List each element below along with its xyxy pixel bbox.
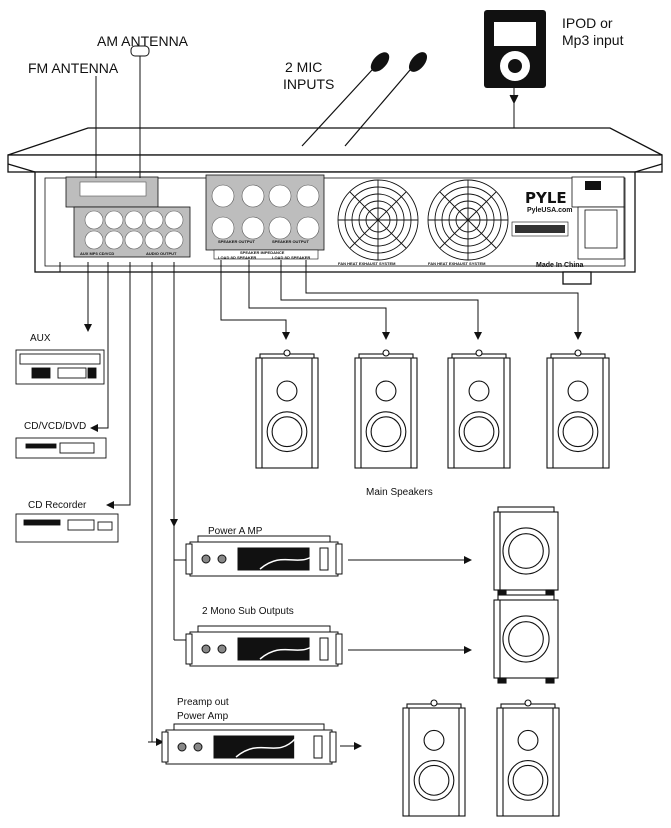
subwoofer-1 (493, 506, 559, 596)
fan-right-label: FAN HEAT EXHAUST SYSTEM (428, 261, 486, 266)
bottom-speaker-2 (496, 699, 560, 817)
fan-left (337, 179, 419, 261)
ipod-label-line2: Mp3 input (562, 32, 624, 48)
preamp-out-label-line1: Preamp out (177, 697, 229, 708)
power-amp-unit (185, 535, 343, 577)
bottom-speaker-1 (402, 699, 466, 817)
sub-amp-unit (185, 625, 343, 667)
ipod-cable (509, 88, 519, 128)
impedance-a-label: LOAD 8Ω SPEAKER (218, 255, 257, 260)
aux-device (15, 349, 105, 385)
mic-inputs-label-line1: 2 MIC (285, 59, 323, 75)
aux-label: AUX (30, 333, 51, 344)
cd-vcd-dvd-device (15, 437, 107, 459)
main-speaker-wiring (220, 260, 582, 340)
amp-output-wiring (340, 556, 472, 750)
rear-label-block (511, 176, 625, 260)
antenna-terminal-block (65, 176, 159, 208)
cd-recorder-label: CD Recorder (28, 500, 87, 511)
impedance-b-label: LOAD 8Ω SPEAKER (272, 255, 311, 260)
audio-inputs-label: AUX MP3 CD/VCD (80, 251, 115, 256)
ipod-device (484, 10, 546, 88)
fan-right (427, 179, 509, 261)
fan-left-label: FAN HEAT EXHAUST SYSTEM (338, 261, 396, 266)
mono-sub-outputs-label: 2 Mono Sub Outputs (202, 606, 294, 617)
amplifiers (161, 535, 343, 765)
am-antenna-label: AM ANTENNA (97, 33, 189, 49)
main-speaker-4 (546, 349, 610, 469)
ipod-label-line1: IPOD or (562, 15, 613, 31)
speaker-output-a-label: SPEAKER OUTPUT (218, 239, 255, 244)
brand-logo: PYLE (525, 189, 567, 207)
audio-outputs-label: AUDIO OUTPUT (146, 251, 177, 256)
main-speakers (255, 349, 610, 469)
main-speaker-1 (255, 349, 319, 469)
speaker-output-block (205, 174, 325, 260)
mic-inputs-label-line2: INPUTS (283, 76, 335, 92)
audio-input-jacks (73, 206, 191, 258)
cd-recorder-device (15, 513, 119, 543)
subwoofer-2 (493, 594, 559, 684)
power-amp-label: Power A MP (208, 526, 263, 537)
main-speakers-label: Main Speakers (366, 487, 433, 498)
speaker-impedance-label: SPEAKER IMPEDANCE (240, 250, 285, 255)
bottom-speakers (402, 699, 560, 817)
main-speaker-2 (354, 349, 418, 469)
made-in-label: Made In China (536, 262, 584, 269)
subwoofers (493, 506, 559, 684)
microphone-1 (301, 52, 390, 147)
speaker-output-b-label: SPEAKER OUTPUT (272, 239, 309, 244)
main-speaker-3 (447, 349, 511, 469)
cd-vcd-dvd-label: CD/VCD/DVD (24, 421, 87, 432)
brand-url: PyleUSA.com (527, 207, 573, 214)
preamp-power-amp-unit (161, 723, 337, 765)
source-wiring (59, 262, 189, 746)
preamp-out-label-line2: Power Amp (177, 711, 229, 722)
am-antenna (130, 45, 150, 178)
microphone-2 (344, 52, 428, 147)
fm-antenna-label: FM ANTENNA (28, 60, 119, 76)
